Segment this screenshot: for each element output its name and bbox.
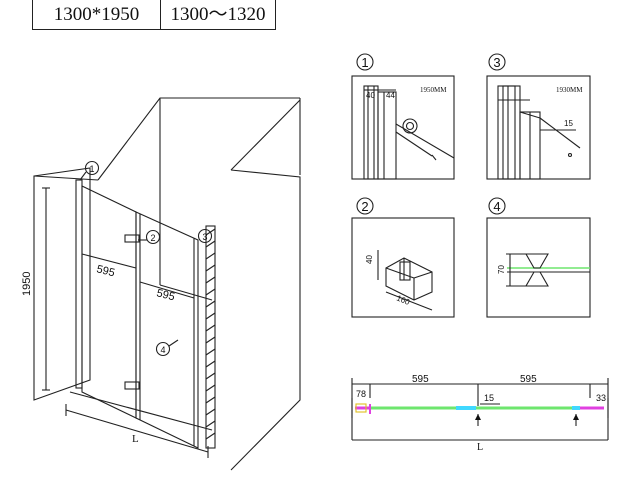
- plan-width-label: L: [477, 442, 483, 453]
- wall-hatch-strip: [205, 225, 216, 449]
- spec-range-cell: 1300～1320: [161, 0, 276, 30]
- panel-right-label: 595: [155, 287, 176, 303]
- detail-2-dim-a: 40: [365, 255, 374, 264]
- enclosure-walls: [33, 97, 301, 471]
- detail-1-dim-a: 40: [366, 91, 375, 100]
- plan-arrows: [475, 414, 579, 420]
- spec-size-cell: 1300*1950: [32, 0, 161, 30]
- panel-left-label: 595: [95, 263, 116, 279]
- detail-3-box: [486, 75, 591, 180]
- detail-3-dim-a: 15: [564, 119, 573, 128]
- detail-4-dim-a: 70: [497, 265, 506, 274]
- callout-4-label: 4: [160, 345, 165, 355]
- plan-labels: 78 595 595 15 33 L: [356, 374, 606, 453]
- plan-panel-left: 595: [412, 374, 429, 385]
- detail-4-number: 4: [493, 199, 500, 214]
- folding-door-panels: [75, 179, 199, 449]
- width-label: L: [132, 433, 139, 445]
- detail-2-number: 2: [361, 199, 368, 214]
- plan-view: [351, 378, 609, 441]
- detail-labels: 1 40 44 1950MM 3 15 1930MM 2 40 160 4 70: [361, 55, 583, 307]
- main-dimension-lines: [42, 187, 209, 458]
- main-callouts: [79, 160, 213, 357]
- detail-1-dim-b: 44: [386, 91, 395, 100]
- detail-3-note: 1930MM: [556, 86, 583, 94]
- callout-1-label: 1: [89, 164, 94, 174]
- plan-right-offset: 33: [596, 393, 606, 403]
- main-labels: 1950 595 595 L 1 2 3 4: [21, 164, 208, 445]
- detail-2-box: [351, 217, 455, 318]
- detail-1-number: 1: [361, 55, 368, 70]
- detail-3-number: 3: [493, 55, 500, 70]
- detail-1-note: 1950MM: [420, 86, 447, 94]
- detail-1-box: [351, 75, 455, 180]
- height-label: 1950: [21, 272, 33, 296]
- callout-2-label: 2: [150, 233, 155, 243]
- detail-4-box: [486, 217, 591, 318]
- detail-callouts: [356, 53, 506, 215]
- plan-gap: 15: [484, 393, 494, 403]
- plan-left-offset: 78: [356, 389, 366, 399]
- callout-3-label: 3: [202, 232, 207, 242]
- detail-2-dim-b: 160: [395, 294, 411, 308]
- plan-panel-right: 595: [520, 374, 537, 385]
